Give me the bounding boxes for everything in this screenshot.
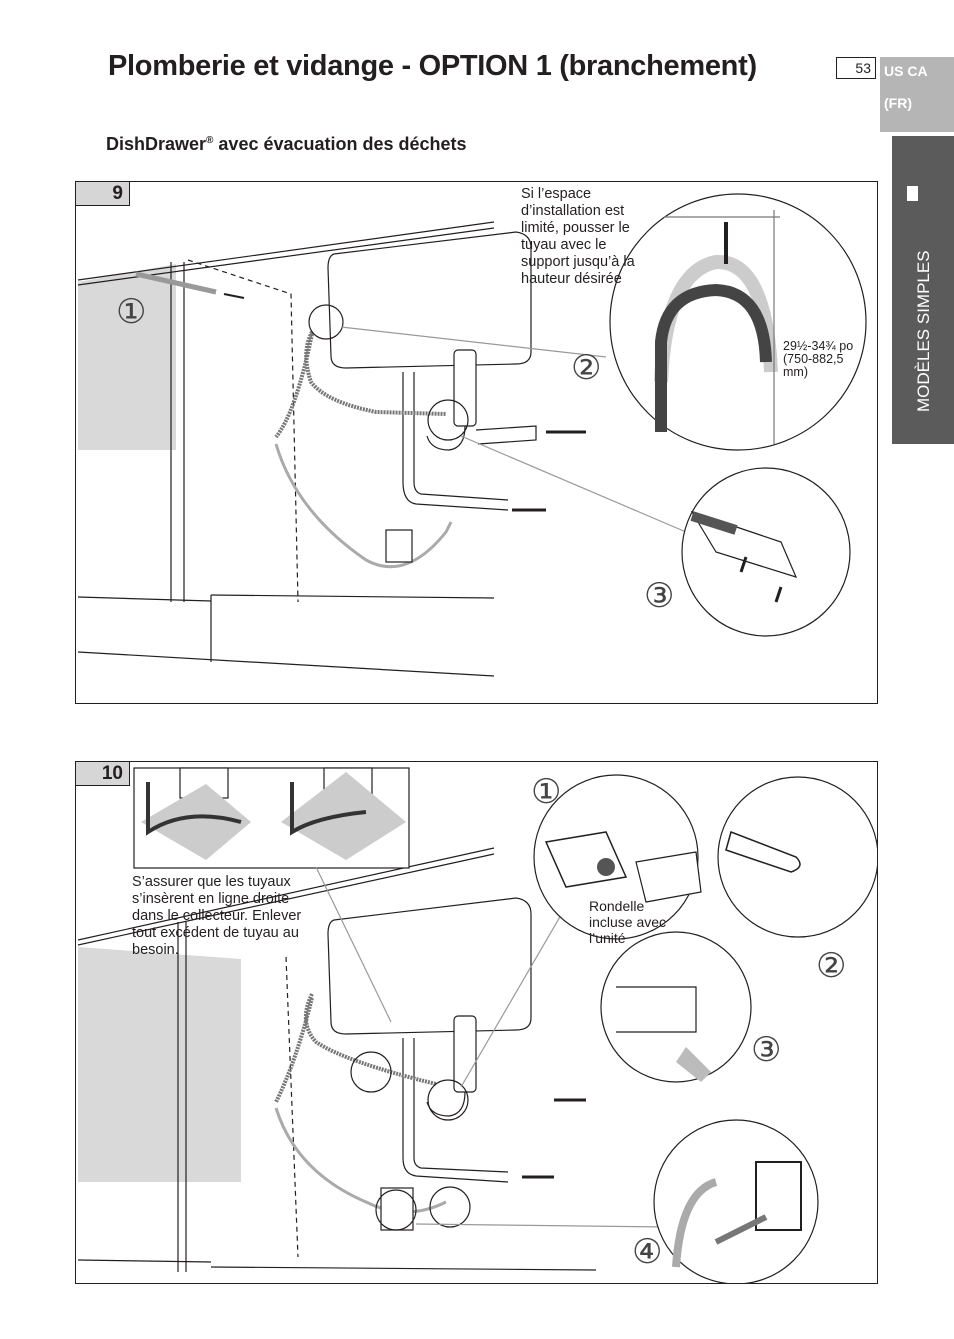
- callout-1: ①: [531, 773, 562, 811]
- callout-4: ④: [632, 1233, 663, 1271]
- step-10-panel: 10 S’assurer que les tuyaux s’insèrent e…: [75, 761, 878, 1284]
- subtitle-rest: avec évacuation des déchets: [213, 134, 467, 154]
- step-9-panel: 9 Si l’espace d’installation est limité,…: [75, 181, 878, 704]
- section-subtitle: DishDrawer® avec évacuation des déchets: [106, 134, 467, 155]
- callout-3: ③: [751, 1031, 782, 1069]
- callout-2: ②: [571, 349, 602, 387]
- page-number: 53: [836, 57, 876, 79]
- callout-2: ②: [816, 947, 847, 985]
- washer-note: Rondelle incluse avec l’unité: [589, 898, 667, 946]
- region-badge: US CA (FR): [880, 57, 954, 132]
- step-10-number: 10: [76, 762, 130, 786]
- region-line2: (FR): [884, 95, 912, 111]
- section-tab-label: MODÈLES SIMPLES: [914, 250, 933, 412]
- section-tab: MODÈLES SIMPLES: [892, 136, 954, 444]
- cabinet-shade: [78, 947, 241, 1182]
- step-9-number: 9: [76, 182, 130, 206]
- region-line1: US CA: [884, 63, 928, 79]
- callout-1: ①: [116, 293, 147, 331]
- step-10-illustration: [77, 767, 877, 1283]
- subtitle-brand: DishDrawer: [106, 134, 207, 154]
- step-9-illustration: [77, 193, 867, 677]
- hose-support-note: Si l’espace d’installation est limité, p…: [521, 186, 635, 287]
- page-title: Plomberie et vidange - OPTION 1 (branche…: [108, 50, 757, 82]
- tab-marker: [907, 186, 918, 201]
- callout-3: ③: [644, 577, 675, 615]
- dimension-label: 29½-34¾ po (750-882,5 mm): [783, 339, 854, 379]
- hose-alignment-note: S’assurer que les tuyaux s’insèrent en l…: [132, 874, 302, 958]
- cabinet-shade: [78, 264, 176, 450]
- registered-mark: ®: [206, 135, 214, 146]
